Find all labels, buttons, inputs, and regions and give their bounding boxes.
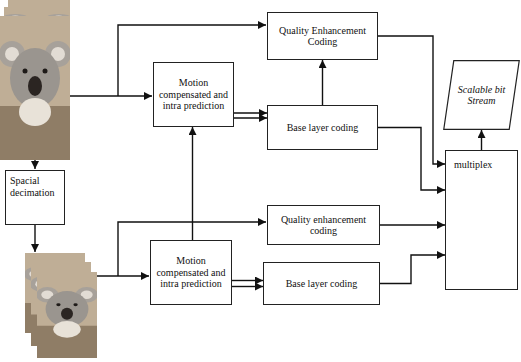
connector-arrow (380, 224, 445, 225)
process-box: Motion compensated and intra prediction (150, 240, 232, 305)
connector-arrow (380, 255, 445, 284)
process-box: Spacial decimation (5, 170, 65, 225)
text-group: Quality Enhancement Coding (272, 25, 373, 48)
connector-arrow (481, 130, 482, 150)
process-box: Motion compensated and intra prediction (153, 62, 234, 127)
video-frame (36, 272, 98, 358)
text-group: Base layer coding (287, 122, 359, 134)
text-group: Quality enhancement coding (272, 214, 375, 237)
connector-arrow (234, 117, 267, 118)
box-label: Quality Enhancement Coding (272, 25, 373, 48)
text-group: multiplex (454, 159, 492, 171)
connector-arrow (322, 60, 323, 105)
process-box: Base layer coding (263, 262, 380, 305)
box-label: Motion compensated and intra prediction (158, 77, 229, 112)
text-group: Scalable bit Stream (457, 84, 506, 107)
process-box: Base layer coding (267, 105, 378, 150)
box-label: Base layer coding (286, 278, 358, 290)
box-label: multiplex (454, 159, 492, 171)
input-arrow (70, 95, 152, 96)
text-group: Motion compensated and intra prediction (155, 255, 227, 290)
video-frame (0, 16, 71, 160)
process-box: multiplex (445, 150, 518, 290)
box-label: Motion compensated and intra prediction (155, 255, 227, 290)
text-group: Motion compensated and intra prediction (158, 77, 229, 112)
process-box: Quality enhancement coding (267, 205, 380, 245)
connector-arrow (234, 112, 267, 113)
process-box: Quality Enhancement Coding (267, 12, 378, 60)
output-parallelogram: Scalable bit Stream (443, 60, 520, 130)
box-label: Base layer coding (287, 122, 359, 134)
box-label: Spacial decimation (10, 175, 60, 198)
box-label: Quality enhancement coding (272, 214, 375, 237)
text-group: Spacial decimation (10, 175, 60, 198)
connector-arrow (192, 127, 193, 240)
input-arrow (34, 160, 35, 169)
connector-arrow (232, 286, 263, 287)
box-label: Scalable bit Stream (457, 84, 506, 107)
parallelogram-outline (444, 61, 519, 130)
input-arrow (97, 275, 149, 276)
connector-arrow (378, 36, 445, 164)
connector-arrow (232, 280, 263, 281)
text-group: Base layer coding (286, 278, 358, 290)
input-arrow (34, 225, 35, 252)
connector-arrow (378, 128, 445, 191)
